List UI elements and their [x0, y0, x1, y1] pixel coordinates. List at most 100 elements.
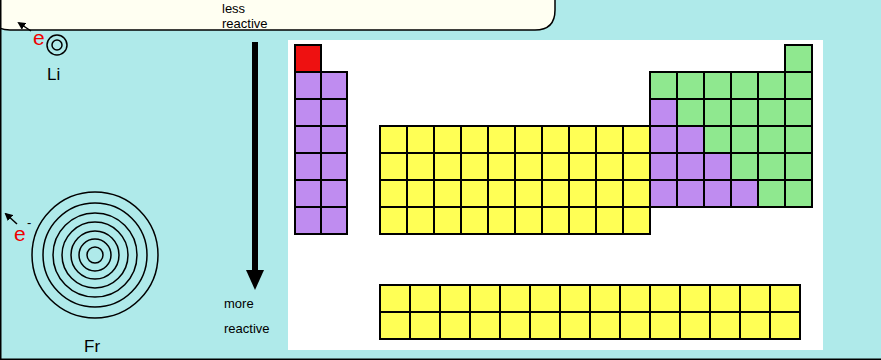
element-cell — [321, 180, 347, 207]
panel-border — [0, 359, 881, 360]
electron-symbol: e — [14, 222, 26, 246]
element-cell — [440, 312, 470, 339]
element-cell — [731, 99, 758, 126]
element-cell — [731, 126, 758, 153]
element-cell — [758, 180, 785, 207]
element-cell — [515, 180, 542, 207]
element-cell — [321, 207, 347, 234]
element-cell — [410, 285, 440, 312]
element-cell — [590, 312, 620, 339]
element-cell — [321, 99, 347, 126]
element-cell — [321, 153, 347, 180]
element-cell — [461, 126, 488, 153]
element-cell — [380, 126, 407, 153]
element-cell — [515, 126, 542, 153]
element-cell — [677, 153, 704, 180]
element-cell — [680, 285, 710, 312]
element-cell — [295, 207, 321, 234]
element-cell — [731, 153, 758, 180]
element-cell — [758, 126, 785, 153]
element-cell — [470, 312, 500, 339]
element-cell — [677, 180, 704, 207]
element-cell — [650, 285, 680, 312]
element-cell — [677, 99, 704, 126]
element-cell — [407, 126, 434, 153]
element-cell — [710, 285, 740, 312]
trend-label: more reactive — [224, 292, 284, 341]
element-cell — [650, 72, 677, 99]
element-cell — [758, 153, 785, 180]
element-cell — [680, 312, 710, 339]
francium-atom — [32, 192, 158, 318]
element-cell — [560, 312, 590, 339]
element-cell — [731, 180, 758, 207]
element-cell — [596, 180, 623, 207]
element-cell — [650, 180, 677, 207]
element-cell — [461, 207, 488, 234]
element-cell — [785, 99, 812, 126]
trend-arrow-head — [246, 270, 264, 290]
element-cell — [623, 180, 650, 207]
element-cell — [650, 312, 680, 339]
element-cell — [515, 207, 542, 234]
element-cell — [650, 153, 677, 180]
trend-arrow — [252, 42, 258, 272]
element-cell — [321, 72, 347, 99]
element-cell — [785, 153, 812, 180]
element-cell — [434, 126, 461, 153]
element-cell — [731, 72, 758, 99]
element-cell — [500, 285, 530, 312]
element-cell — [623, 153, 650, 180]
element-cell — [785, 45, 812, 72]
element-cell — [380, 312, 410, 339]
element-cell — [596, 126, 623, 153]
lithium-atom — [47, 35, 67, 55]
element-cell — [623, 126, 650, 153]
element-cell — [380, 285, 410, 312]
element-cell — [500, 312, 530, 339]
element-cell — [530, 312, 560, 339]
element-cell — [710, 312, 740, 339]
element-cell — [569, 180, 596, 207]
element-cell — [488, 126, 515, 153]
element-cell — [295, 99, 321, 126]
element-cell — [620, 312, 650, 339]
element-cell — [380, 153, 407, 180]
element-cell — [295, 72, 321, 99]
element-cell — [590, 285, 620, 312]
element-cell — [704, 72, 731, 99]
element-cell — [407, 180, 434, 207]
element-cell — [440, 285, 470, 312]
element-cell — [596, 207, 623, 234]
electron-arrow — [19, 23, 31, 31]
element-cell — [758, 72, 785, 99]
element-cell — [770, 285, 800, 312]
element-cell — [407, 153, 434, 180]
panel-border — [0, 0, 2, 360]
element-cell — [596, 153, 623, 180]
callout-box — [0, 0, 555, 30]
element-cell — [785, 180, 812, 207]
element-cell — [785, 72, 812, 99]
element-cell — [380, 180, 407, 207]
table-ground — [288, 40, 823, 350]
element-cell — [677, 72, 704, 99]
element-cell — [295, 180, 321, 207]
element-cell — [488, 207, 515, 234]
element-cell — [623, 207, 650, 234]
element-cell — [470, 285, 500, 312]
element-cell — [758, 99, 785, 126]
element-cell — [542, 207, 569, 234]
element-cell — [434, 153, 461, 180]
element-cell — [650, 99, 677, 126]
element-cell — [542, 153, 569, 180]
element-cell — [620, 285, 650, 312]
element-cell — [704, 153, 731, 180]
element-symbol: Li — [47, 65, 60, 85]
element-cell — [560, 285, 590, 312]
element-cell — [410, 312, 440, 339]
element-cell — [461, 180, 488, 207]
element-cell — [542, 126, 569, 153]
element-cell — [434, 207, 461, 234]
